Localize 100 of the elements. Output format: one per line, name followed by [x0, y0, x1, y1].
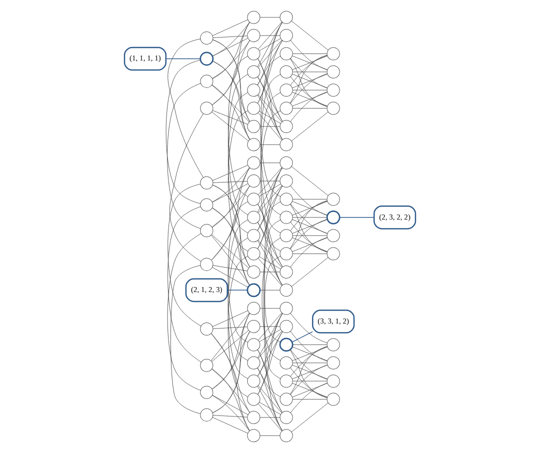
connector [257, 222, 283, 268]
node-circle [326, 392, 340, 406]
node-circle [247, 174, 260, 188]
node-circle [200, 408, 214, 422]
node-circle [280, 47, 293, 60]
connector [258, 313, 283, 395]
connector [258, 313, 283, 376]
connector [264, 201, 281, 379]
connector [167, 233, 202, 391]
node-circle [326, 338, 340, 352]
connector [292, 92, 328, 106]
connector [259, 111, 281, 124]
node-circle [247, 392, 260, 406]
node-circle [200, 358, 214, 372]
connector [228, 201, 248, 343]
node-circle [200, 176, 214, 190]
connector [212, 19, 248, 36]
node-circle [247, 192, 260, 206]
connector [212, 168, 250, 228]
connector [228, 256, 248, 398]
node-circle [247, 65, 260, 78]
connector [212, 394, 248, 415]
connector [228, 238, 248, 379]
node-circle [247, 247, 260, 260]
connector [290, 40, 328, 70]
node-circle [247, 102, 260, 115]
node-circle [247, 429, 260, 442]
node-circle [326, 192, 340, 206]
node-circle [247, 47, 260, 60]
connector [212, 208, 250, 286]
connector [260, 308, 280, 309]
connector [258, 330, 282, 359]
node-circle [326, 229, 340, 242]
connector [228, 220, 248, 361]
connector [257, 94, 283, 140]
connector [290, 186, 328, 216]
connector [258, 331, 283, 395]
connector [292, 238, 328, 252]
connector [258, 76, 283, 140]
node-circle [200, 74, 214, 88]
node-circle [280, 392, 293, 406]
connector [260, 417, 280, 418]
connector [292, 201, 328, 216]
node-circle [326, 356, 340, 370]
connector [227, 290, 248, 291]
node-circle [247, 10, 260, 24]
node-circle [326, 84, 340, 97]
connector [169, 113, 204, 262]
connector [259, 38, 281, 51]
node-circle [247, 265, 260, 278]
connector [260, 326, 280, 327]
connector [290, 237, 328, 268]
connector [212, 110, 248, 125]
connector [228, 110, 248, 252]
connector [212, 417, 248, 434]
node-circle [326, 65, 340, 78]
node-circle [280, 374, 293, 388]
node-circle [326, 210, 340, 224]
node-circle [280, 174, 293, 188]
connector [212, 36, 248, 38]
connector [258, 40, 282, 68]
connector [292, 362, 328, 364]
connector [264, 220, 281, 398]
connector [228, 74, 248, 215]
node-circle [200, 102, 214, 115]
connector [212, 186, 250, 228]
connector [259, 329, 281, 342]
connector [260, 17, 280, 18]
connector [257, 40, 282, 104]
connector [260, 144, 280, 145]
connector [258, 204, 283, 268]
connector [259, 256, 281, 270]
connector [260, 56, 281, 197]
connector [210, 312, 250, 361]
connector [292, 56, 328, 70]
connector [260, 74, 281, 215]
node-circle [200, 322, 214, 336]
connector [258, 58, 283, 140]
connector [290, 382, 328, 413]
connector [257, 22, 283, 67]
connector [257, 331, 283, 376]
node-circle [247, 229, 260, 242]
connector [257, 168, 282, 231]
connector [166, 58, 201, 60]
node-circle [280, 29, 293, 42]
node-circle [280, 65, 293, 78]
connector [257, 22, 282, 86]
connector [212, 331, 250, 390]
node-circle [326, 47, 340, 60]
connector [258, 112, 282, 140]
connector [292, 331, 313, 342]
connector [212, 84, 250, 140]
connector [212, 184, 248, 202]
connector [212, 330, 249, 362]
connector [257, 350, 282, 431]
node-circle [326, 102, 340, 115]
connector [257, 368, 282, 431]
connector [258, 204, 282, 286]
node-circle [200, 32, 214, 45]
connector [260, 435, 280, 436]
